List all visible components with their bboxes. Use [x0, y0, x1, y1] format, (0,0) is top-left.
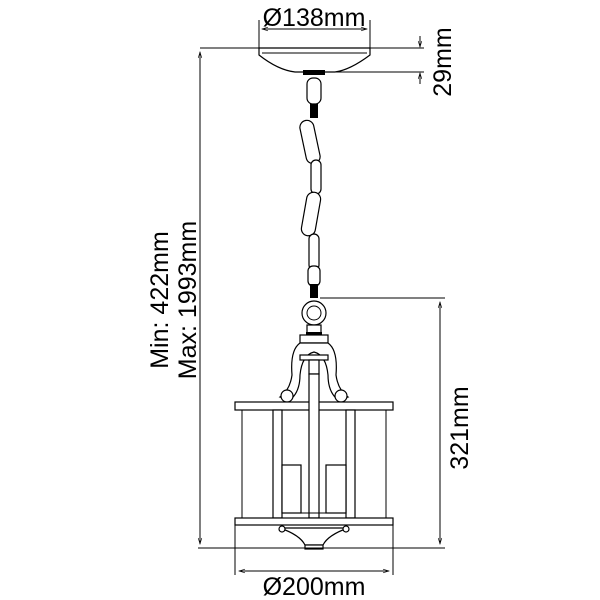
lantern-height-label: 321mm [446, 386, 474, 469]
min-height-label: Min: 422mm [146, 231, 174, 369]
lantern-diameter-label: Ø200mm [263, 573, 366, 600]
lantern [234, 300, 394, 550]
canopy-height-label: 29mm [429, 27, 457, 96]
lantern-height-dimension: 321mm [320, 297, 474, 544]
lantern-diameter-dimension: Ø200mm [234, 525, 394, 600]
chain [299, 77, 322, 298]
max-height-label: Max: 1993mm [174, 221, 202, 379]
canopy-height-dimension: 29mm [200, 27, 457, 97]
canopy-diameter-dimension: Ø138mm [258, 4, 371, 50]
ceiling-canopy [258, 47, 371, 75]
canopy-diameter-label: Ø138mm [263, 4, 366, 32]
overall-height-dimension: Min: 422mm Max: 1993mm [146, 52, 445, 549]
